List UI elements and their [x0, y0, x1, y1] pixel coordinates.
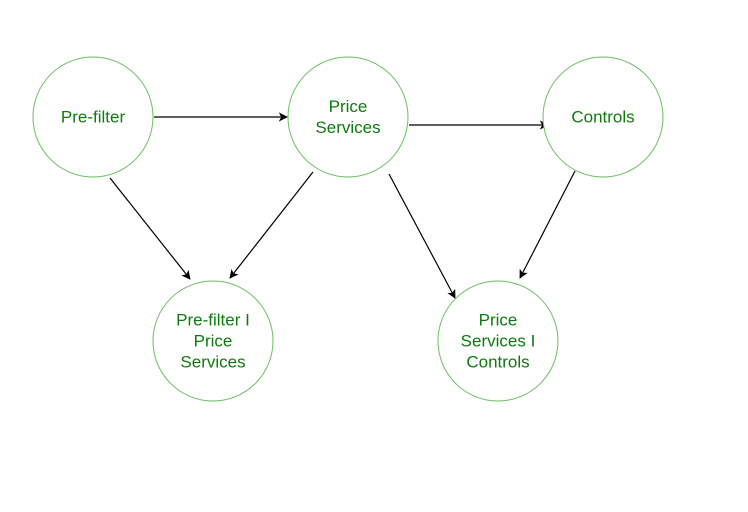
node-label-price-services-controls-line-2: Controls	[466, 353, 529, 372]
node-controls: Controls	[542, 56, 664, 178]
nodes-layer: Pre-filterPriceServicesControlsPre-filte…	[32, 56, 664, 402]
node-prefilter: Pre-filter	[32, 56, 154, 178]
node-label-controls-line-0: Controls	[571, 108, 634, 127]
node-circle-controls	[542, 56, 664, 178]
node-circle-prefilter	[32, 56, 154, 178]
edge-arrow-controls-to-price-services-controls	[519, 170, 576, 279]
edge-arrow-price-services-to-price-services-controls	[388, 173, 456, 299]
node-label-price-services-controls-line-0: Price	[479, 311, 518, 330]
node-label-prefilter-price-services-line-0: Pre-filter I	[176, 311, 250, 330]
node-circle-price-services-controls	[437, 280, 559, 402]
edges-layer	[109, 112, 576, 299]
node-circle-price-services	[287, 56, 409, 178]
node-label-prefilter-price-services-line-2: Services	[180, 353, 245, 372]
node-circle-prefilter-price-services	[152, 280, 274, 402]
node-label-price-services-controls-line-1: Services I	[461, 332, 536, 351]
node-label-prefilter-price-services-line-1: Price	[194, 332, 233, 351]
edge-arrow-price-services-to-prefilter-price-services	[229, 171, 314, 279]
node-label-price-services-line-1: Services	[315, 118, 380, 137]
node-label-price-services-line-0: Price	[329, 97, 368, 116]
edge-arrow-prefilter-to-prefilter-price-services	[109, 177, 191, 280]
node-label-prefilter-line-0: Pre-filter	[61, 108, 126, 127]
